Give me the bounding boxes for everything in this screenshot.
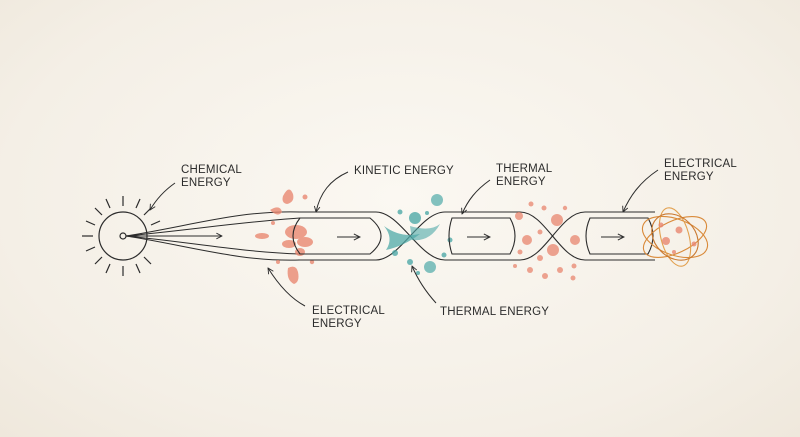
coral-twist-junction xyxy=(513,201,586,281)
teal-twist-junction xyxy=(375,194,453,275)
thermal-bottom-pointer xyxy=(412,266,437,304)
label-electrical-energy-top: ELECTRICAL ENERGY xyxy=(664,158,737,183)
label-kinetic-energy: KINETIC ENERGY xyxy=(354,165,454,177)
chemical-pointer xyxy=(150,182,176,210)
coral-splash xyxy=(255,189,315,284)
tube-3 xyxy=(585,211,655,261)
label-thermal-energy-top: THERMAL ENERGY xyxy=(496,163,553,188)
tube-2 xyxy=(445,211,520,261)
annotation-arrows xyxy=(150,169,659,307)
atom-icon xyxy=(641,207,709,267)
electrical-top-pointer xyxy=(623,169,659,212)
electrical-bottom-pointer xyxy=(268,268,306,307)
kinetic-pointer xyxy=(316,171,349,212)
label-electrical-energy-bottom: ELECTRICAL ENERGY xyxy=(312,305,385,330)
label-chemical-energy: CHEMICAL ENERGY xyxy=(181,164,243,189)
tube-1 xyxy=(292,211,382,261)
label-thermal-energy-bottom: THERMAL ENERGY xyxy=(440,306,550,318)
thermal-top-pointer xyxy=(462,179,491,214)
sun-icon xyxy=(82,196,161,276)
energy-beam-lines xyxy=(125,211,301,261)
